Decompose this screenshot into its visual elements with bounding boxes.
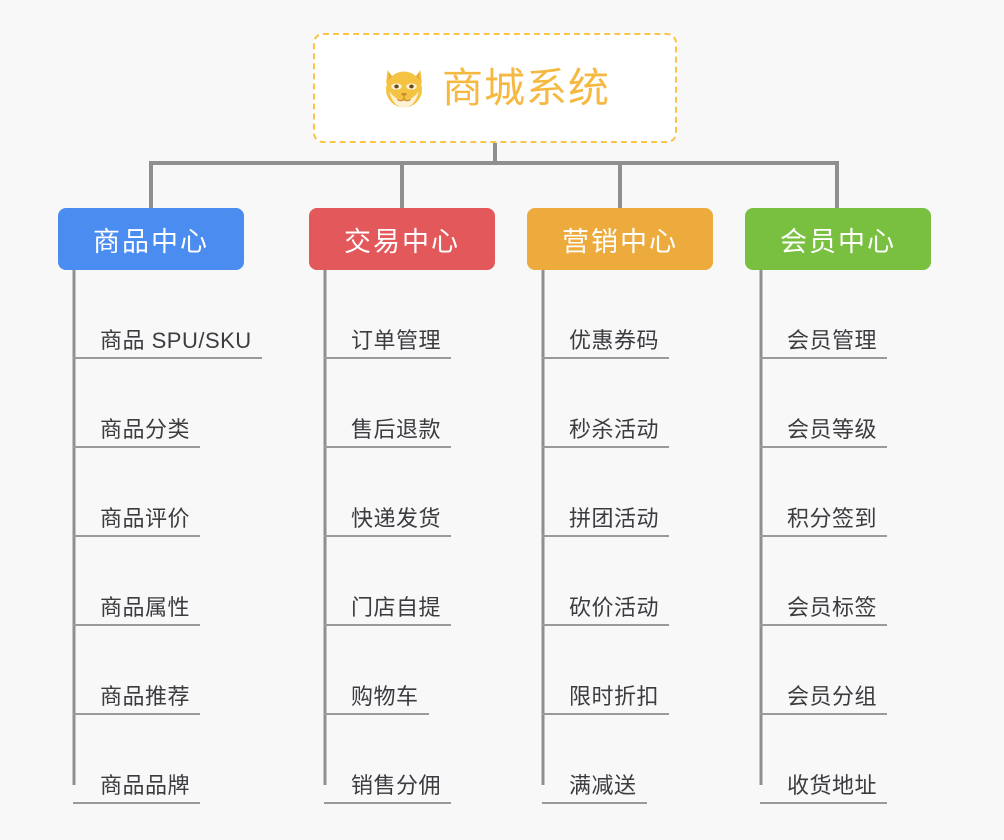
branch-column-2: 营销中心 优惠券码 秒杀活动 拼团活动 砍价活动 限时折扣 满减送	[527, 208, 713, 804]
list-item[interactable]: 限时折扣	[542, 626, 713, 715]
leaf-label: 会员分组	[787, 683, 878, 709]
leaf-label: 会员管理	[787, 327, 878, 353]
leaf-label: 销售分佣	[351, 772, 442, 798]
list-item[interactable]: 拼团活动	[542, 448, 713, 537]
category-header-3[interactable]: 会员中心	[745, 208, 931, 270]
branch-column-0: 商品中心 商品 SPU/SKU 商品分类 商品评价 商品属性 商品推荐 商品品牌	[58, 208, 262, 804]
leaf-list-2: 优惠券码 秒杀活动 拼团活动 砍价活动 限时折扣 满减送	[527, 270, 713, 804]
leaf-list-0: 商品 SPU/SKU 商品分类 商品评价 商品属性 商品推荐 商品品牌	[58, 270, 262, 804]
list-item[interactable]: 商品 SPU/SKU	[73, 270, 262, 359]
list-item[interactable]: 商品品牌	[73, 715, 244, 804]
leaf-label: 售后退款	[351, 416, 442, 442]
leaf-label: 会员标签	[787, 594, 878, 620]
shiba-dog-face-icon	[386, 70, 422, 109]
category-header-1[interactable]: 交易中心	[309, 208, 495, 270]
leaf-label: 商品评价	[100, 505, 191, 531]
leaf-label: 积分签到	[787, 505, 878, 531]
list-item[interactable]: 秒杀活动	[542, 359, 713, 448]
list-item[interactable]: 商品评价	[73, 448, 244, 537]
leaf-label: 砍价活动	[569, 594, 660, 620]
branch-column-3: 会员中心 会员管理 会员等级 积分签到 会员标签 会员分组 收货地址	[745, 208, 931, 804]
leaf-label: 门店自提	[351, 594, 442, 620]
leaf-label: 拼团活动	[569, 505, 660, 531]
leaf-label: 优惠券码	[569, 327, 660, 353]
list-item[interactable]: 快递发货	[324, 448, 495, 537]
leaf-label: 商品 SPU/SKU	[100, 327, 252, 353]
category-header-2[interactable]: 营销中心	[527, 208, 713, 270]
list-item[interactable]: 收货地址	[760, 715, 931, 804]
leaf-label: 收货地址	[787, 772, 878, 798]
leaf-label: 秒杀活动	[569, 416, 660, 442]
leaf-label: 快递发货	[351, 505, 442, 531]
leaf-label: 商品品牌	[100, 772, 191, 798]
category-header-0[interactable]: 商品中心	[58, 208, 244, 270]
list-item[interactable]: 会员标签	[760, 537, 931, 626]
leaf-label: 购物车	[351, 683, 419, 709]
branch-column-1: 交易中心 订单管理 售后退款 快递发货 门店自提 购物车 销售分佣	[309, 208, 495, 804]
list-item[interactable]: 满减送	[542, 715, 713, 804]
leaf-list-3: 会员管理 会员等级 积分签到 会员标签 会员分组 收货地址	[745, 270, 931, 804]
leaf-label: 商品分类	[100, 416, 191, 442]
list-item[interactable]: 砍价活动	[542, 537, 713, 626]
leaf-label: 商品属性	[100, 594, 191, 620]
root-node[interactable]: 商城系统	[313, 33, 677, 143]
leaf-label: 会员等级	[787, 416, 878, 442]
list-item[interactable]: 商品推荐	[73, 626, 244, 715]
list-item[interactable]: 商品分类	[73, 359, 244, 448]
list-item[interactable]: 积分签到	[760, 448, 931, 537]
root-label: 商城系统	[442, 64, 610, 111]
list-item[interactable]: 门店自提	[324, 537, 495, 626]
list-item[interactable]: 购物车	[324, 626, 495, 715]
list-item[interactable]: 商品属性	[73, 537, 244, 626]
leaf-label: 订单管理	[351, 327, 442, 353]
list-item[interactable]: 会员管理	[760, 270, 931, 359]
list-item[interactable]: 会员等级	[760, 359, 931, 448]
list-item[interactable]: 售后退款	[324, 359, 495, 448]
leaf-label: 限时折扣	[569, 683, 660, 709]
list-item[interactable]: 订单管理	[324, 270, 495, 359]
leaf-list-1: 订单管理 售后退款 快递发货 门店自提 购物车 销售分佣	[309, 270, 495, 804]
leaf-label: 满减送	[569, 772, 637, 798]
list-item[interactable]: 销售分佣	[324, 715, 495, 804]
list-item[interactable]: 会员分组	[760, 626, 931, 715]
list-item[interactable]: 优惠券码	[542, 270, 713, 359]
leaf-label: 商品推荐	[100, 683, 191, 709]
